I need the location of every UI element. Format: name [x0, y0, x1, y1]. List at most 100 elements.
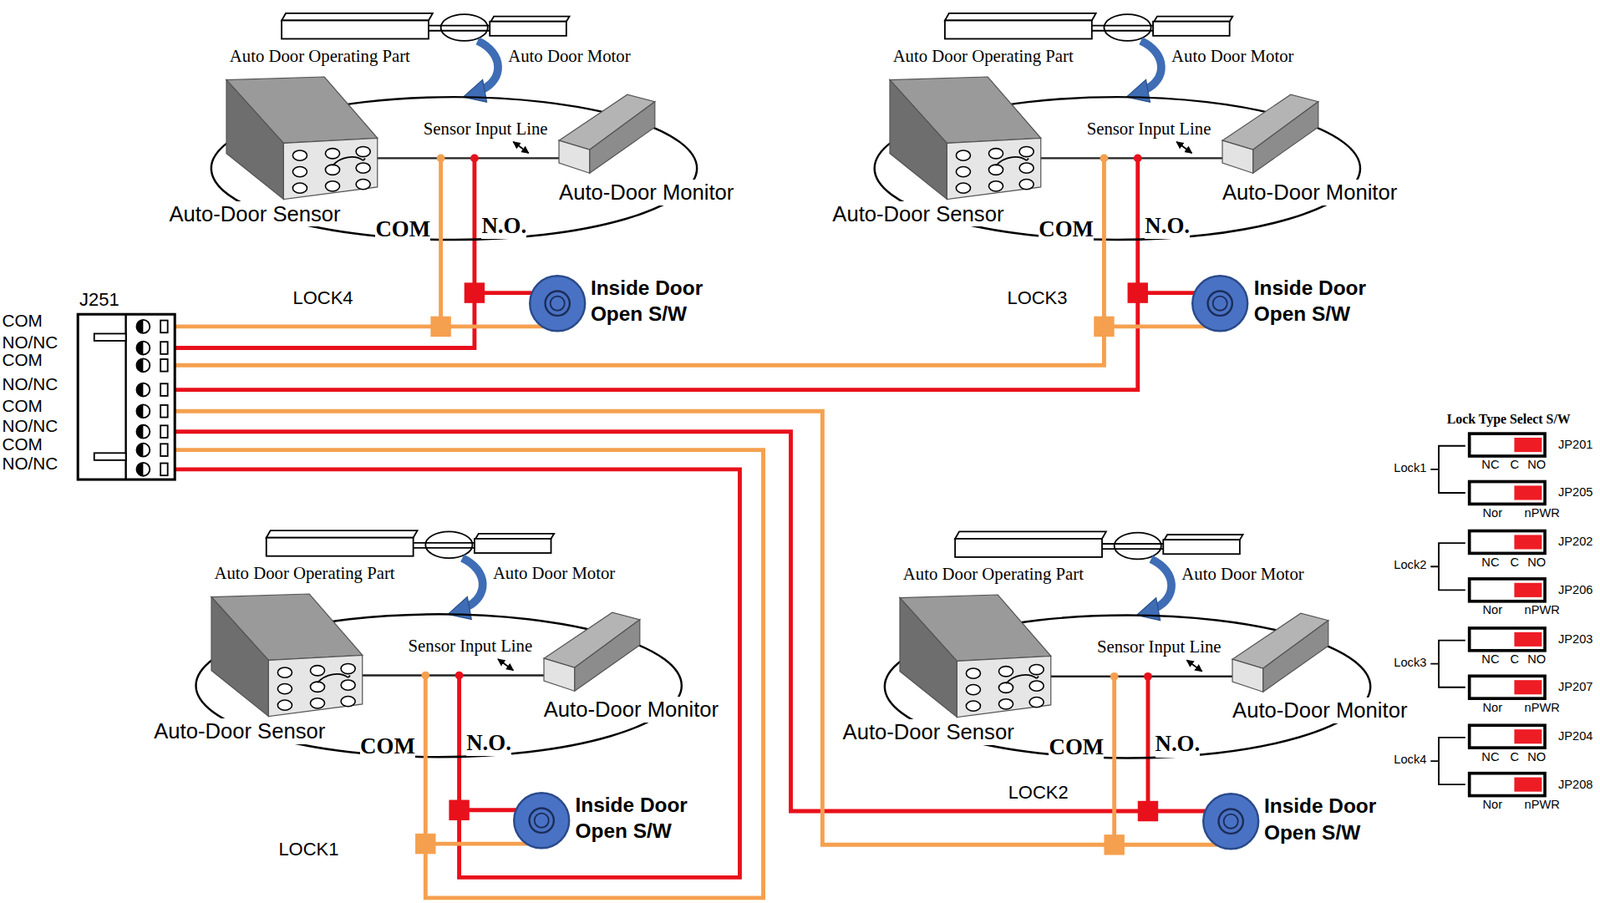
switch-shape: [1191, 274, 1249, 332]
com-wire: [175, 411, 1218, 845]
sensor-hole: [325, 180, 341, 191]
sensor-hole: [1019, 178, 1034, 189]
part-name: Auto Door Operating Part: [903, 563, 1084, 585]
jumper-name: JP205: [1558, 485, 1594, 501]
sensor-hole: [988, 164, 1003, 175]
node-label: Auto-Door Sensor: [842, 719, 1016, 746]
sensor-cable: [363, 157, 559, 159]
monitor-front: [558, 141, 590, 174]
jumper-name: JP207: [1558, 680, 1594, 696]
door-open-switch: Inside Door Open S/W: [1202, 792, 1260, 850]
pin-name: NO/NC: [1, 374, 58, 396]
monitor-side: [1253, 101, 1319, 173]
terminal-pin: [160, 425, 168, 438]
pin-name: NO/NC: [1, 416, 58, 437]
sensor-lead: [995, 157, 1029, 166]
position-name: NO: [1527, 750, 1546, 766]
button-ring: [549, 295, 564, 310]
sensor-hole: [340, 680, 356, 691]
signal-name: COM: [1038, 215, 1094, 243]
sensor-hole: [966, 685, 981, 696]
sensor-hole: [293, 166, 308, 177]
part-name: Auto Door Operating Part: [893, 45, 1074, 67]
pin-name: COM: [1, 434, 42, 456]
button-ring: [534, 812, 549, 828]
position-name: C: [1510, 555, 1520, 571]
sensor-hole: [966, 668, 981, 679]
lock-name: LOCK3: [1006, 287, 1067, 310]
line-label: Sensor Input Line: [1086, 118, 1212, 140]
sensor-hole: [955, 182, 971, 194]
sensor-side: [899, 598, 957, 718]
connector-latch: [93, 333, 126, 341]
door-open-switch: Inside Door Open S/W: [1191, 274, 1249, 332]
connector-latch: [93, 452, 126, 461]
pin-name: COM: [1, 350, 42, 371]
sensor-hole: [355, 178, 371, 189]
auto-door-monitor: Auto-Door Monitor: [1222, 93, 1321, 176]
node-label: Inside Door Open S/W: [1253, 274, 1393, 328]
node-label: J251: [78, 289, 121, 311]
position-name: Nor: [1483, 603, 1504, 619]
signal-name: COM: [375, 215, 431, 243]
sensor-shape: [889, 76, 1043, 202]
terminal-screw: [136, 404, 143, 418]
terminal-pin: [160, 359, 168, 372]
monitor-side: [1263, 620, 1329, 692]
sensor-front: [268, 655, 362, 717]
com-wire: [175, 450, 763, 899]
jumper-name: JP204: [1558, 729, 1594, 745]
part-name: Auto Door Motor: [1171, 45, 1294, 67]
terminal-screw: [136, 404, 150, 418]
sensor-hole: [988, 180, 1003, 191]
auto-door-monitor: Auto-Door Monitor: [543, 611, 642, 694]
position-name: nPWR: [1524, 797, 1560, 813]
part-name: Auto Door Motor: [492, 563, 615, 585]
sensor-cable: [347, 674, 544, 676]
sensor-hole: [309, 665, 325, 676]
terminal-connector: J251: [76, 313, 176, 481]
monitor-shape: [543, 611, 642, 694]
monitor-side: [589, 101, 656, 173]
position-name: NO: [1527, 652, 1546, 668]
jumper-name: JP206: [1558, 583, 1594, 599]
terminal-pin: [160, 462, 168, 476]
button-ring: [1223, 814, 1238, 829]
sensor-hole: [988, 147, 1003, 158]
node-label: Auto-Door Monitor: [1231, 697, 1408, 724]
sensor-hole: [277, 667, 292, 678]
jumper-name: JP202: [1558, 534, 1594, 550]
switch-shape: [1202, 792, 1260, 850]
pin-name: COM: [1, 396, 42, 417]
connector-housing: [77, 314, 175, 480]
button-ring: [1208, 290, 1233, 315]
terminal-screw: [136, 425, 150, 439]
terminal-pin: [160, 383, 168, 397]
terminal-pin: [160, 443, 168, 457]
node-label: Auto-Door Monitor: [1221, 179, 1398, 206]
node-label: Auto-Door Monitor: [543, 696, 720, 723]
lock-name: Lock4: [1393, 752, 1427, 768]
sensor-shape: [211, 594, 365, 719]
sensor-hole: [325, 147, 341, 158]
signal-name: COM: [360, 732, 416, 760]
button-ring: [1218, 808, 1243, 834]
monitor-front: [1222, 141, 1254, 174]
sensor-hole: [1019, 162, 1034, 173]
node-label: Auto-Door Sensor: [831, 201, 1005, 228]
position-name: Nor: [1483, 506, 1504, 522]
com-wire: [175, 326, 1208, 366]
sensor-hole: [1029, 697, 1044, 708]
button-ring: [1213, 295, 1228, 310]
auto-door-sensor: Auto-Door Sensor: [211, 594, 365, 719]
lock-name: LOCK2: [1008, 782, 1069, 804]
position-name: NC: [1481, 750, 1499, 766]
sensor-side: [889, 79, 947, 199]
no-wire: [175, 469, 740, 879]
lock-name: Lock2: [1393, 558, 1427, 574]
sensor-hole: [1029, 680, 1044, 691]
position-name: C: [1510, 652, 1520, 668]
part-name: Auto Door Motor: [507, 45, 630, 67]
lock-name: Lock3: [1393, 655, 1427, 671]
